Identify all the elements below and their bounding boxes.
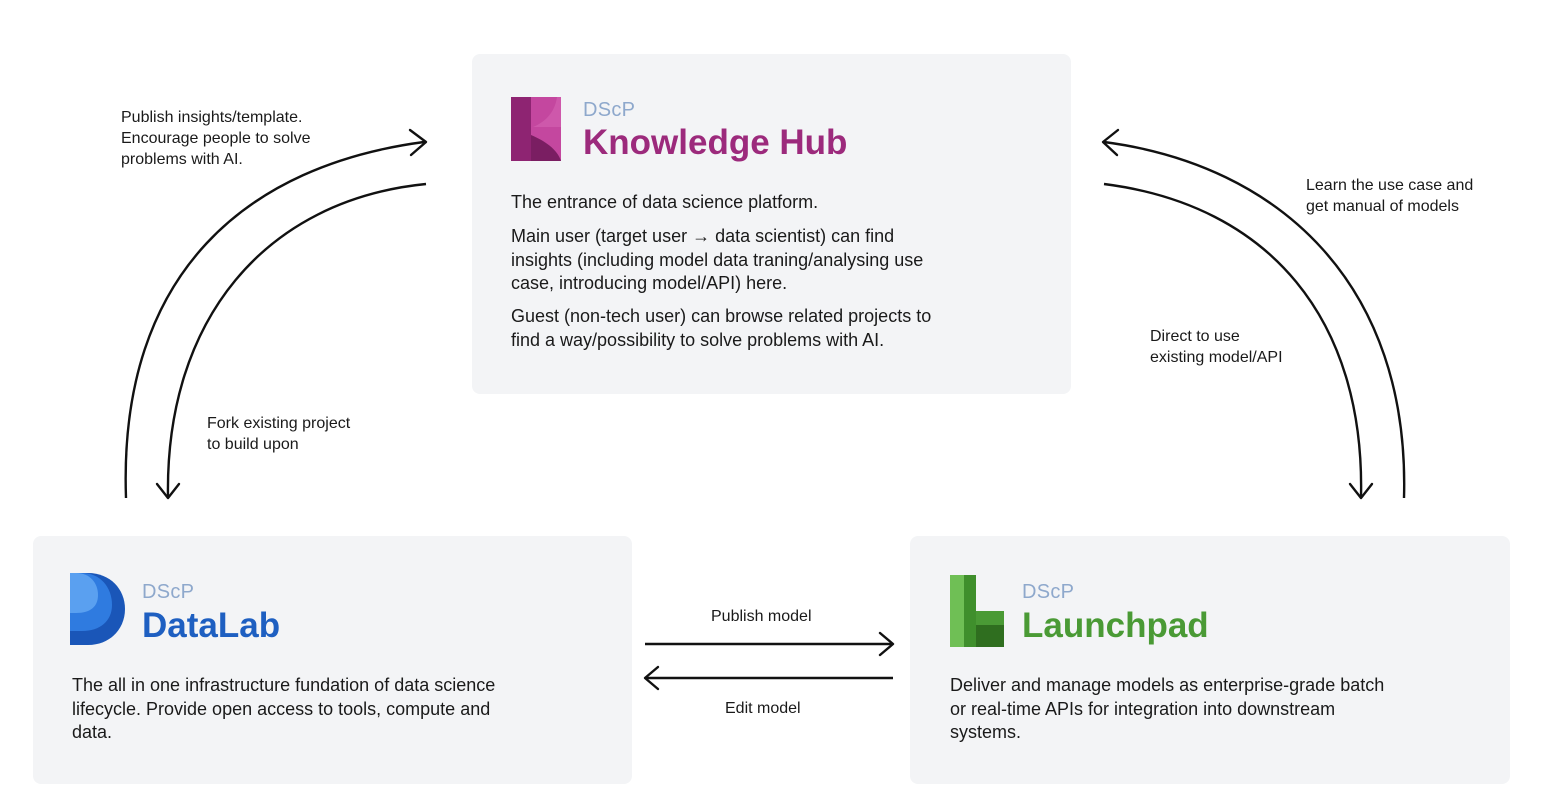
knowledge-hub-card: DScP Knowledge Hub The entrance of data …	[472, 54, 1071, 394]
launchpad-logo-icon	[950, 575, 1004, 647]
knowledge-hub-title: Knowledge Hub	[583, 123, 848, 162]
arrowhead-edit-model	[643, 665, 660, 691]
arrow-publish-insights	[124, 140, 425, 499]
launchpad-description: Deliver and manage models as enterprise-…	[950, 675, 1385, 742]
arrowhead-learn-use-case	[1101, 128, 1120, 157]
datalab-logo-icon	[70, 573, 125, 645]
launchpad-brand: DScP	[1022, 581, 1075, 603]
label-publish-model: Publish model	[711, 608, 812, 625]
label-publish-insights: Publish insights/template. Encourage peo…	[121, 109, 311, 168]
label-direct-to-use: Direct to use existing model/API	[1150, 328, 1283, 366]
arrowhead-direct-to-use	[1348, 482, 1374, 500]
label-edit-model: Edit model	[725, 700, 801, 717]
arrowhead-publish-insights	[408, 128, 428, 157]
label-learn-use-case: Learn the use case and get manual of mod…	[1306, 177, 1474, 215]
launchpad-card: DScP Launchpad Deliver and manage models…	[910, 536, 1510, 784]
arrow-learn-use-case	[1103, 140, 1406, 499]
label-fork-project: Fork existing project to build upon	[207, 415, 351, 453]
knowledge-hub-logo-icon	[511, 97, 561, 161]
arrow-fork-project	[166, 182, 427, 498]
knowledge-hub-brand: DScP	[583, 99, 636, 121]
arrowhead-publish-model	[878, 631, 895, 657]
datalab-description: The all in one infrastructure fundation …	[72, 675, 496, 742]
arrow-direct-to-use	[1103, 182, 1363, 498]
launchpad-title: Launchpad	[1022, 606, 1209, 645]
knowledge-hub-paragraph: Main user (target user → data scientist)…	[511, 226, 924, 293]
datalab-title: DataLab	[142, 606, 281, 645]
datalab-card: DScP DataLab The all in one infrastructu…	[33, 536, 632, 784]
knowledge-hub-paragraph: Guest (non-tech user) can browse related…	[511, 306, 932, 350]
datalab-brand: DScP	[142, 581, 195, 603]
arrowhead-fork-project	[155, 482, 181, 500]
knowledge-hub-paragraph: The entrance of data science platform.	[511, 192, 819, 212]
